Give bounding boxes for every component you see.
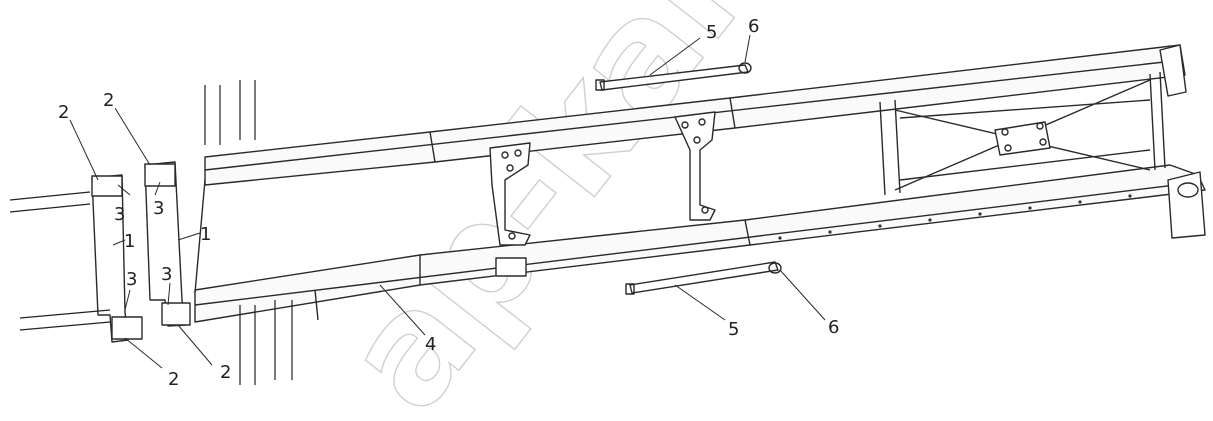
front-crossmember-left — [91, 174, 143, 343]
callout-2-bottom-left: 2 — [168, 369, 179, 390]
bottom-plate-left — [111, 316, 143, 340]
leader-lines — [69, 34, 826, 369]
callout-2-bottom-right: 2 — [220, 362, 231, 383]
top-plate-right — [144, 163, 176, 187]
callout-6-upper: 6 — [748, 16, 759, 37]
top-plate-left — [91, 175, 123, 197]
rear-end-bracket — [1167, 171, 1206, 239]
crossmember-middle — [674, 111, 716, 221]
callout-3-bottom-left: 3 — [126, 269, 137, 290]
front-crossmember-right — [144, 161, 191, 327]
callout-4: 4 — [425, 334, 436, 355]
upper-rod — [595, 62, 752, 91]
callout-6-lower: 6 — [828, 317, 839, 338]
callout-1-right: 1 — [200, 224, 211, 245]
callout-2-top-left: 2 — [58, 102, 69, 123]
bolt-stacks — [9, 80, 293, 385]
lower-rod — [625, 261, 782, 295]
lower-rail-holes — [778, 194, 1132, 240]
front-rail-edge — [194, 179, 206, 294]
callout-5-upper: 5 — [706, 22, 717, 43]
bottom-plate-right — [161, 302, 191, 326]
callout-3-bottom-right: 3 — [161, 264, 172, 285]
label-plate — [495, 257, 527, 277]
callout-labels: 1 1 2 2 2 2 3 3 3 3 4 5 5 6 6 — [58, 16, 839, 390]
rear-cross-braces — [879, 71, 1166, 196]
callout-3-top-right: 3 — [153, 198, 164, 219]
callout-2-top-right: 2 — [103, 90, 114, 111]
callout-3-top-left: 3 — [114, 204, 125, 225]
callout-1-left: 1 — [124, 231, 135, 252]
callout-5-lower: 5 — [728, 319, 739, 340]
crossmember-front — [489, 142, 531, 246]
